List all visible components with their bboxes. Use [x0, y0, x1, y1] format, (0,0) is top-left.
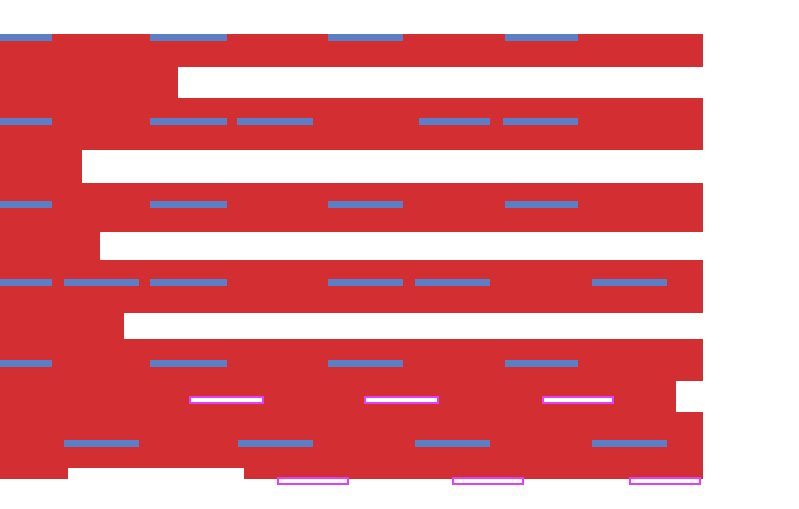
redacted-token-blue — [150, 118, 227, 125]
redacted-token-magenta — [189, 396, 264, 404]
redacted-token-blue — [328, 34, 403, 41]
redacted-token-blue — [505, 34, 578, 41]
gap-row-6 — [68, 468, 244, 509]
redacted-token-blue — [505, 360, 578, 367]
redacted-token-blue — [0, 279, 52, 286]
redacted-token-magenta — [629, 477, 701, 485]
redacted-token-blue — [150, 34, 227, 41]
redacted-token-blue — [419, 118, 490, 125]
redacted-token-blue — [150, 360, 227, 367]
redacted-token-blue — [150, 279, 227, 286]
redacted-token-blue — [0, 118, 52, 125]
redacted-token-magenta — [452, 477, 524, 485]
redacted-token-blue — [328, 279, 403, 286]
redacted-token-blue — [0, 34, 52, 41]
redacted-token-blue — [592, 279, 667, 286]
redacted-token-blue — [415, 279, 490, 286]
gap-row-2 — [82, 150, 703, 183]
redacted-token-blue — [503, 118, 578, 125]
gap-row-4 — [124, 313, 703, 339]
redacted-token-magenta — [542, 396, 614, 404]
redacted-token-blue — [64, 279, 139, 286]
redacted-token-blue — [328, 360, 403, 367]
redacted-token-blue — [328, 201, 403, 208]
gap-row-1 — [178, 67, 703, 98]
redacted-token-blue — [237, 118, 313, 125]
redacted-token-blue — [150, 201, 227, 208]
redacted-token-blue — [0, 360, 52, 367]
gap-row-5 — [676, 381, 703, 412]
redacted-token-blue — [238, 440, 313, 447]
gap-row-3 — [100, 232, 703, 260]
redacted-token-blue — [505, 201, 578, 208]
redacted-token-blue — [592, 440, 667, 447]
redacted-token-blue — [415, 440, 490, 447]
redacted-token-blue — [64, 440, 139, 447]
redacted-token-magenta — [364, 396, 439, 404]
redacted-token-blue — [0, 201, 52, 208]
redacted-token-magenta — [277, 477, 349, 485]
